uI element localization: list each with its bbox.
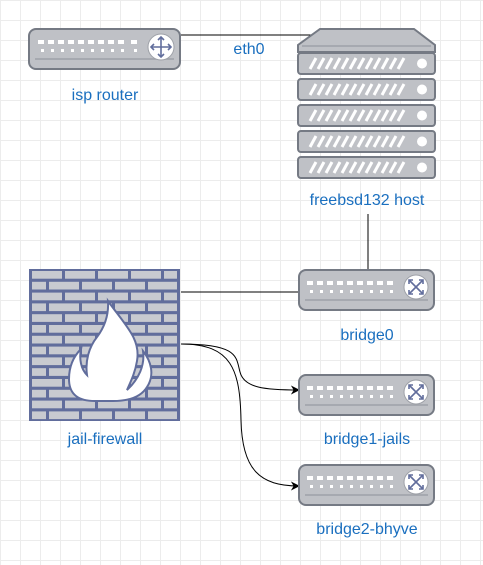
bridge1-label: bridge1-jails: [323, 431, 411, 448]
jail-firewall-label: jail-firewall: [67, 431, 143, 448]
isp-router-label: isp router: [71, 87, 139, 104]
bridge1-switch-icon: [299, 375, 434, 415]
router-icon: [28, 28, 181, 70]
edge-firewall-bridge2: [180, 343, 300, 491]
bridge2-label: bridge2-bhyve: [316, 521, 418, 538]
freebsd-host-label: freebsd132 host: [309, 192, 425, 209]
bridge2-switch-icon: [299, 465, 434, 505]
bridge0-label: bridge0: [340, 327, 394, 344]
edge-firewall-bridge1: [180, 343, 300, 395]
eth0-label: eth0: [233, 41, 265, 58]
bridge0-switch-icon: [299, 270, 434, 310]
server-rack-icon: [296, 28, 437, 180]
firewall-icon: [29, 269, 180, 421]
